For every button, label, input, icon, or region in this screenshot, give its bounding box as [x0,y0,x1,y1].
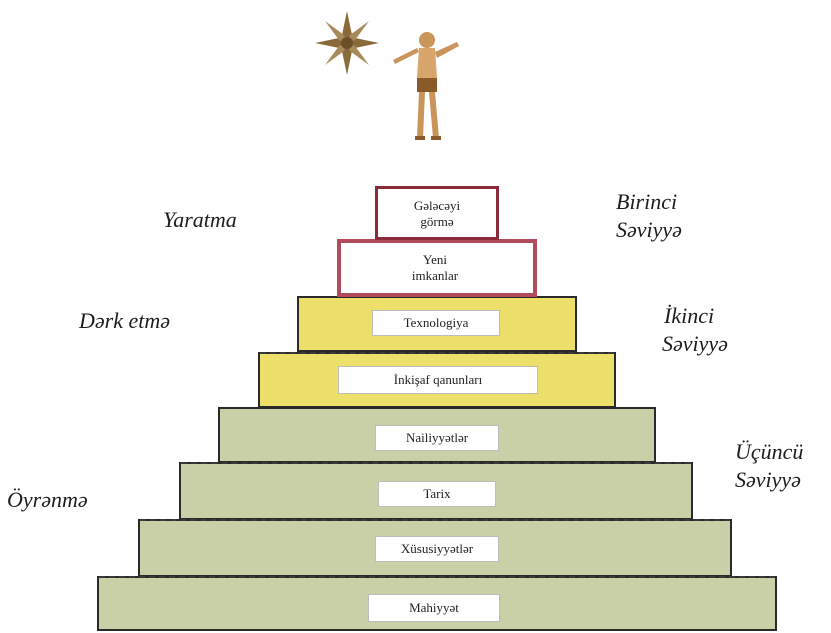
label-ikinci-seviyye: İkinci Səviyyə [662,302,728,357]
label-texnologiya: Texnologiya [372,310,500,336]
label-top: Gələcəyi görmə [385,193,489,235]
divider [99,576,775,578]
label-top-line1: Gələcəyi [413,198,461,214]
human-figure-icon [393,32,459,140]
label-inkisaf: İnkişaf qanunları [338,366,538,394]
label-birinci: Birinci [616,189,678,214]
label-seviyye-1: Səviyyə [616,216,682,242]
label-tarix: Tarix [378,481,496,507]
label-ikinci: İkinci [664,303,715,328]
label-xususiyyetler: Xüsusiyyətlər [375,536,499,562]
label-oyranma: Öyrənmə [7,487,88,512]
label-nailiyyetler: Nailiyyətlər [375,425,499,451]
divider [181,462,691,464]
label-mahiyyet: Mahiyyət [368,594,500,622]
label-red-line2: imkanlar [411,268,459,283]
label-seviyye-3: Səviyyə [735,466,801,492]
label-yaratma: Yaratma [163,207,237,232]
label-birinci-seviyye: Birinci Səviyyə [616,188,682,243]
label-ucuncu: Üçüncü [735,439,804,464]
star-icon [315,11,379,75]
label-red-line1: Yeni [423,252,447,268]
tier-red [337,239,537,297]
label-top-line2: görmə [420,214,454,229]
label-ucuncu-seviyye: Üçüncü Səviyyə [735,438,803,493]
label-dark-etma: Dərk etmə [79,308,171,333]
label-red: Yeni imkanlar [350,247,520,289]
divider [260,352,614,354]
tier-top [375,186,499,240]
label-seviyye-2: Səviyyə [662,330,728,356]
divider [140,519,730,521]
